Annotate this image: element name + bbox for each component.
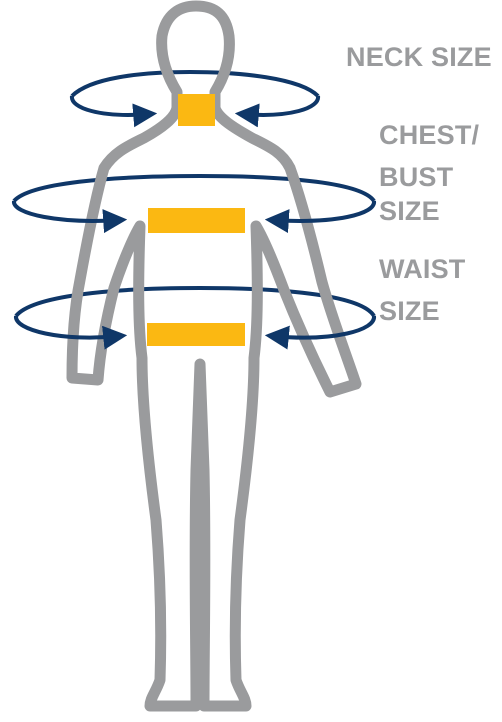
chest-band [148,208,245,233]
chest-bust-size-label-line-1: CHEST/ [379,122,479,149]
neck-size-label: NECK SIZE [346,44,492,71]
chest-arrow-left [14,201,120,221]
chest-arrow-loop-back [14,176,374,201]
neck-band [178,94,215,126]
waist-band [147,323,245,346]
chest-arrow-right [272,201,374,221]
neck-arrow-left [72,96,150,115]
waist-size-label-line-2: SIZE [379,298,440,325]
chest-bust-size-label-line-3: SIZE [379,198,440,225]
waist-arrow-right [272,316,374,338]
waist-size-label-line-1: WAIST [379,256,466,283]
neck-arrow-right [242,96,318,115]
chest-bust-size-label-line-2: BUST [379,164,453,191]
neck-arrow-loop-back [72,72,318,96]
